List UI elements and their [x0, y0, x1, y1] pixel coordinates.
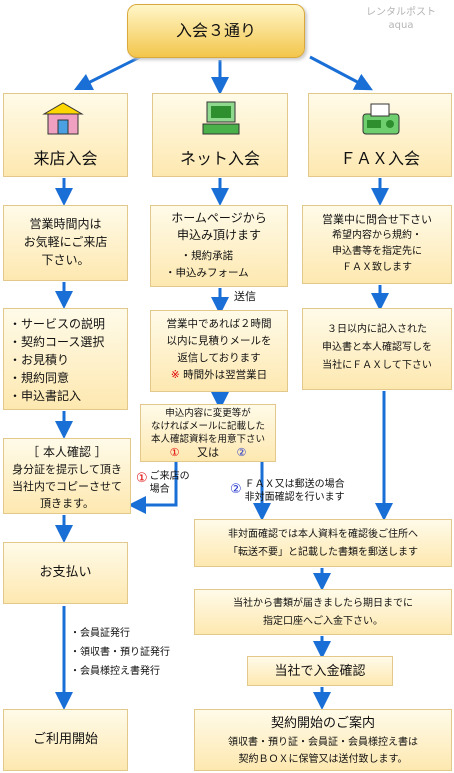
deposit-request-box: 当社から書類が届きましたら期日までに 指定口座へご入金下さい。	[194, 589, 452, 635]
homepage-item: ・申込みフォーム	[165, 267, 249, 279]
payment-label: お支払い	[39, 565, 92, 580]
mail-docs-line: 非対面確認では本人資料を確認後ご住所へ	[228, 529, 418, 540]
issued-item: ・会員証発行	[70, 628, 130, 639]
deposit-request-line: 指定口座へご入金下さい。	[263, 616, 383, 627]
contract-start-title: 契約開始のご案内	[270, 716, 375, 731]
contract-start-box: 契約開始のご案内 領収書・預り証・会員証・会員様控え書は 契約ＢＯＸに保管又は送…	[194, 709, 452, 771]
store-step: ・契約コース選択	[9, 335, 105, 349]
fax-mail-line: 非対面確認を行います	[244, 492, 345, 503]
fax-submit-line: 当社にＦＡＸして下さい	[322, 360, 432, 371]
store-hours-line: お気軽にご来店	[23, 235, 108, 249]
id-check-line: 頂きます。	[40, 497, 94, 510]
fax-inquiry-line: 希望内容から規約・	[332, 230, 422, 241]
arrow-title-to-store	[73, 55, 141, 91]
fax-mail-line: ＦＡＸ又は郵送の場合	[244, 479, 345, 490]
prep-line: なければメールに記載した	[150, 421, 265, 432]
store-step: ・サービスの説明	[9, 317, 106, 331]
shop-icon	[42, 102, 84, 135]
arrow-visit	[128, 462, 178, 514]
store-hours-line: 営業時間内は	[29, 217, 102, 231]
store-step: ・申込書記入	[9, 389, 82, 403]
reply-line: 以内に見積りメールを	[166, 335, 272, 347]
homepage-line: ホームページから	[171, 211, 267, 225]
net-header: ネット入会	[152, 93, 288, 177]
reply-line: 営業中であれば２時間	[166, 318, 272, 330]
fax-header: ＦＡＸ入会	[308, 93, 452, 177]
mail-docs-line: 「転送不要」と記載した書類を郵送します	[228, 547, 418, 558]
prep-line: 本人確認資料を用意下さい	[150, 434, 265, 445]
fax-inquiry-line: ＦＡＸ致します	[342, 262, 412, 273]
store-hours-box: 営業時間内は お気軽にご来店 下さい。	[3, 205, 128, 281]
usage-start-label: ご利用開始	[32, 732, 98, 747]
store-header: 来店入会	[3, 93, 128, 177]
fax-inquiry-line: 営業中に問合せ下さい	[322, 213, 432, 226]
reply-line: 返信しております	[177, 352, 261, 364]
fax-machine-icon	[362, 103, 400, 135]
reply-note: 時間外は翌営業日	[183, 369, 268, 381]
visit-line: 場合	[149, 484, 170, 495]
fax-submit-box: ３日以内に記入された 申込書と本人確認写しを 当社にＦＡＸして下さい	[302, 308, 452, 390]
usage-start-box: ご利用開始	[3, 709, 128, 771]
prep-box: 申込内容に変更等が なければメールに記載した 本人確認資料を用意下さい ① 又は…	[140, 404, 276, 462]
option-2: ②	[236, 446, 247, 459]
prep-line: 申込内容に変更等が	[165, 408, 251, 419]
mail-docs-box: 非対面確認では本人資料を確認後ご住所へ 「転送不要」と記載した書類を郵送します	[194, 519, 452, 567]
homepage-box: ホームページから 申込み頂けます ・規約承諾 ・申込みフォーム	[150, 205, 288, 287]
reply-note-mark: ※	[170, 369, 180, 381]
fax-mail-mark: ②	[230, 482, 242, 497]
homepage-item: ・規約承諾	[180, 250, 234, 262]
store-header-label: 来店入会	[33, 149, 98, 168]
store-step: ・お見積り	[9, 353, 70, 367]
or-label: 又は	[197, 446, 219, 459]
deposit-confirm-label: 当社で入金確認	[274, 664, 366, 679]
visit-mark: ①	[136, 471, 148, 486]
fax-inquiry-line: 申込書等を指定先に	[332, 246, 422, 257]
issued-item: ・領収書・預り証発行	[70, 647, 170, 658]
fax-submit-line: ３日以内に記入された	[327, 324, 427, 335]
arrow-title-to-fax	[309, 55, 373, 91]
deposit-request-line: 当社から書類が届きましたら期日までに	[233, 598, 413, 609]
homepage-line: 申込み頂けます	[176, 228, 261, 242]
contract-start-line: 領収書・預り証・会員証・会員様控え書は	[228, 737, 418, 748]
contract-start-line: 契約ＢＯＸに保管又は送付致します。	[238, 754, 408, 765]
fax-inquiry-box: 営業中に問合せ下さい 希望内容から規約・ 申込書等を指定先に ＦＡＸ致します	[302, 205, 452, 284]
id-check-line: 当社内でコピーさせて	[12, 480, 122, 493]
visit-line: ご来店の	[149, 471, 190, 482]
store-hours-line: 下さい。	[41, 253, 90, 267]
diagram-title: 入会３通り	[127, 4, 305, 58]
id-check-box: ［ 本人確認 ］ 身分証を提示して頂き 当社内でコピーさせて 頂きます。	[3, 438, 131, 514]
watermark: レンタルポスト aqua	[366, 7, 436, 31]
computer-icon	[202, 101, 240, 135]
store-step: ・規約同意	[9, 371, 70, 385]
net-header-label: ネット入会	[179, 149, 260, 168]
fax-header-label: ＦＡＸ入会	[339, 149, 420, 168]
id-check-title: ［ 本人確認 ］	[27, 445, 107, 459]
id-check-line: 身分証を提示して頂き	[12, 463, 122, 476]
fax-submit-line: 申込書と本人確認写しを	[322, 342, 432, 353]
issued-item: ・会員様控え書発行	[70, 666, 160, 677]
store-steps-box: ・サービスの説明 ・契約コース選択 ・お見積り ・規約同意 ・申込書記入	[3, 308, 128, 410]
send-label: 送信	[234, 290, 256, 303]
reply-box: 営業中であれば２時間 以内に見積りメールを 返信しております ※ 時間外は翌営業…	[150, 310, 288, 392]
deposit-confirm-box: 当社で入金確認	[247, 656, 393, 686]
payment-box: お支払い	[3, 542, 128, 604]
option-1: ①	[169, 446, 180, 459]
